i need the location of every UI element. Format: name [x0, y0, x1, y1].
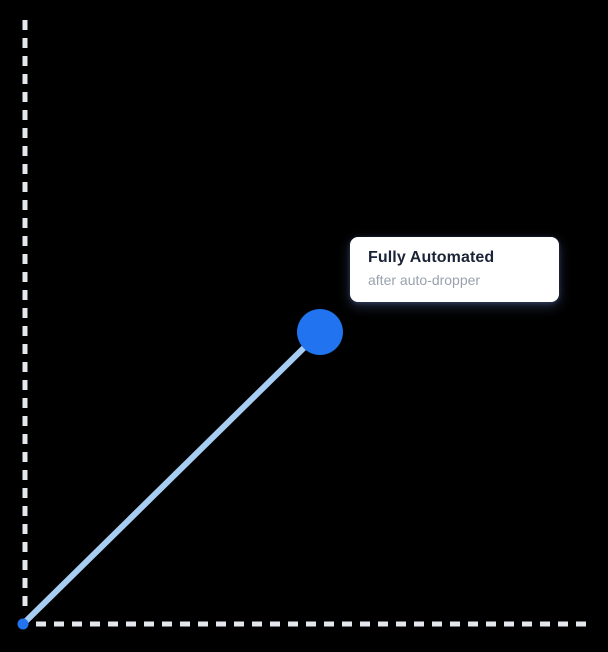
- tooltip-subtitle: after auto-dropper: [368, 272, 481, 288]
- tooltip: Fully Automated after auto-dropper: [350, 237, 559, 302]
- origin-point: [17, 618, 29, 630]
- trend-line: [20, 332, 320, 627]
- tooltip-title: Fully Automated: [368, 249, 495, 266]
- data-point[interactable]: [297, 309, 343, 355]
